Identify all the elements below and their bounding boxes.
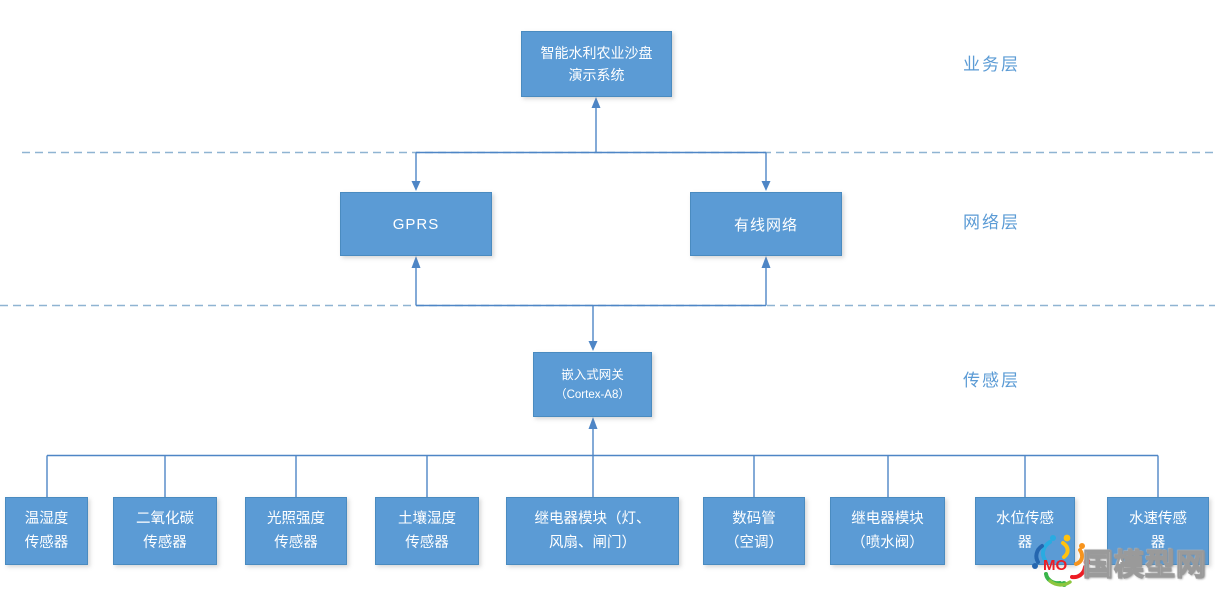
watermark-site-text: 国模型网 (1082, 548, 1207, 582)
node-soil-moisture-sensor: 土壤湿度 传感器 (375, 497, 479, 565)
node-label: 传感器 (405, 535, 449, 551)
node-label: 温湿度 (24, 511, 69, 527)
node-gprs-label: GPRS (392, 215, 440, 233)
node-label: 风扇、闸门） (549, 535, 636, 551)
layer-label-sensing: 传感层 (963, 371, 1020, 390)
solid-connectors (46, 107, 1159, 497)
node-wired-network-label: 有线网络 (733, 216, 798, 234)
node-temp-humidity-sensor: 温湿度 传感器 (5, 497, 88, 565)
layer-label-business: 业务层 (963, 55, 1020, 74)
node-relay-module-light-fan-gate: 继电器模块（灯、 风扇、闸门） (506, 497, 679, 565)
node-label: 土壤湿度 (398, 511, 456, 527)
node-relay-module-spray-valve: 继电器模块 （喷水阀） (830, 497, 945, 565)
node-embedded-gateway-line2: （Cortex-A8） (555, 388, 630, 401)
arrowheads (411, 97, 771, 429)
moxing-logo-icon: MO (1032, 534, 1091, 587)
node-label: 器 (1017, 535, 1033, 551)
layer-label-network: 网络层 (963, 213, 1020, 232)
svg-text:MO: MO (1043, 557, 1067, 574)
node-label: 器 (1150, 535, 1166, 551)
node-gprs: GPRS (340, 192, 492, 256)
node-label: 传感器 (143, 535, 187, 551)
node-label: 水速传感 (1129, 511, 1187, 527)
node-label: 传感器 (274, 535, 318, 551)
node-digital-tube-ac: 数码管 （空调） (703, 497, 805, 565)
node-business-system-line1: 智能水利农业沙盘 (540, 45, 653, 61)
node-embedded-gateway: 嵌入式网关 （Cortex-A8） (533, 352, 652, 417)
node-label: 继电器模块（灯、 (534, 511, 651, 527)
node-label: 水位传感 (996, 511, 1054, 527)
node-label: 传感器 (24, 535, 69, 551)
node-label: 光照强度 (267, 511, 325, 527)
node-label: 继电器模块 (851, 511, 924, 527)
node-water-level-sensor: 水位传感 器 (975, 497, 1075, 565)
node-business-system-line2: 演示系统 (568, 67, 625, 83)
node-label: （空调） (725, 535, 783, 551)
node-co2-sensor: 二氧化碳 传感器 (113, 497, 217, 565)
watermark: MO 国模型网 (1026, 533, 1215, 589)
node-water-speed-sensor: 水速传感 器 (1107, 497, 1209, 565)
layer-divider-dashed-lines (0, 151, 1215, 307)
node-label: （喷水阀） (851, 535, 924, 551)
node-label: 数码管 (732, 511, 776, 527)
node-light-intensity-sensor: 光照强度 传感器 (245, 497, 347, 565)
node-label: 二氧化碳 (136, 511, 194, 527)
node-business-system: 智能水利农业沙盘 演示系统 (521, 31, 672, 97)
node-embedded-gateway-line1: 嵌入式网关 (561, 367, 624, 382)
node-wired-network: 有线网络 (690, 192, 842, 256)
